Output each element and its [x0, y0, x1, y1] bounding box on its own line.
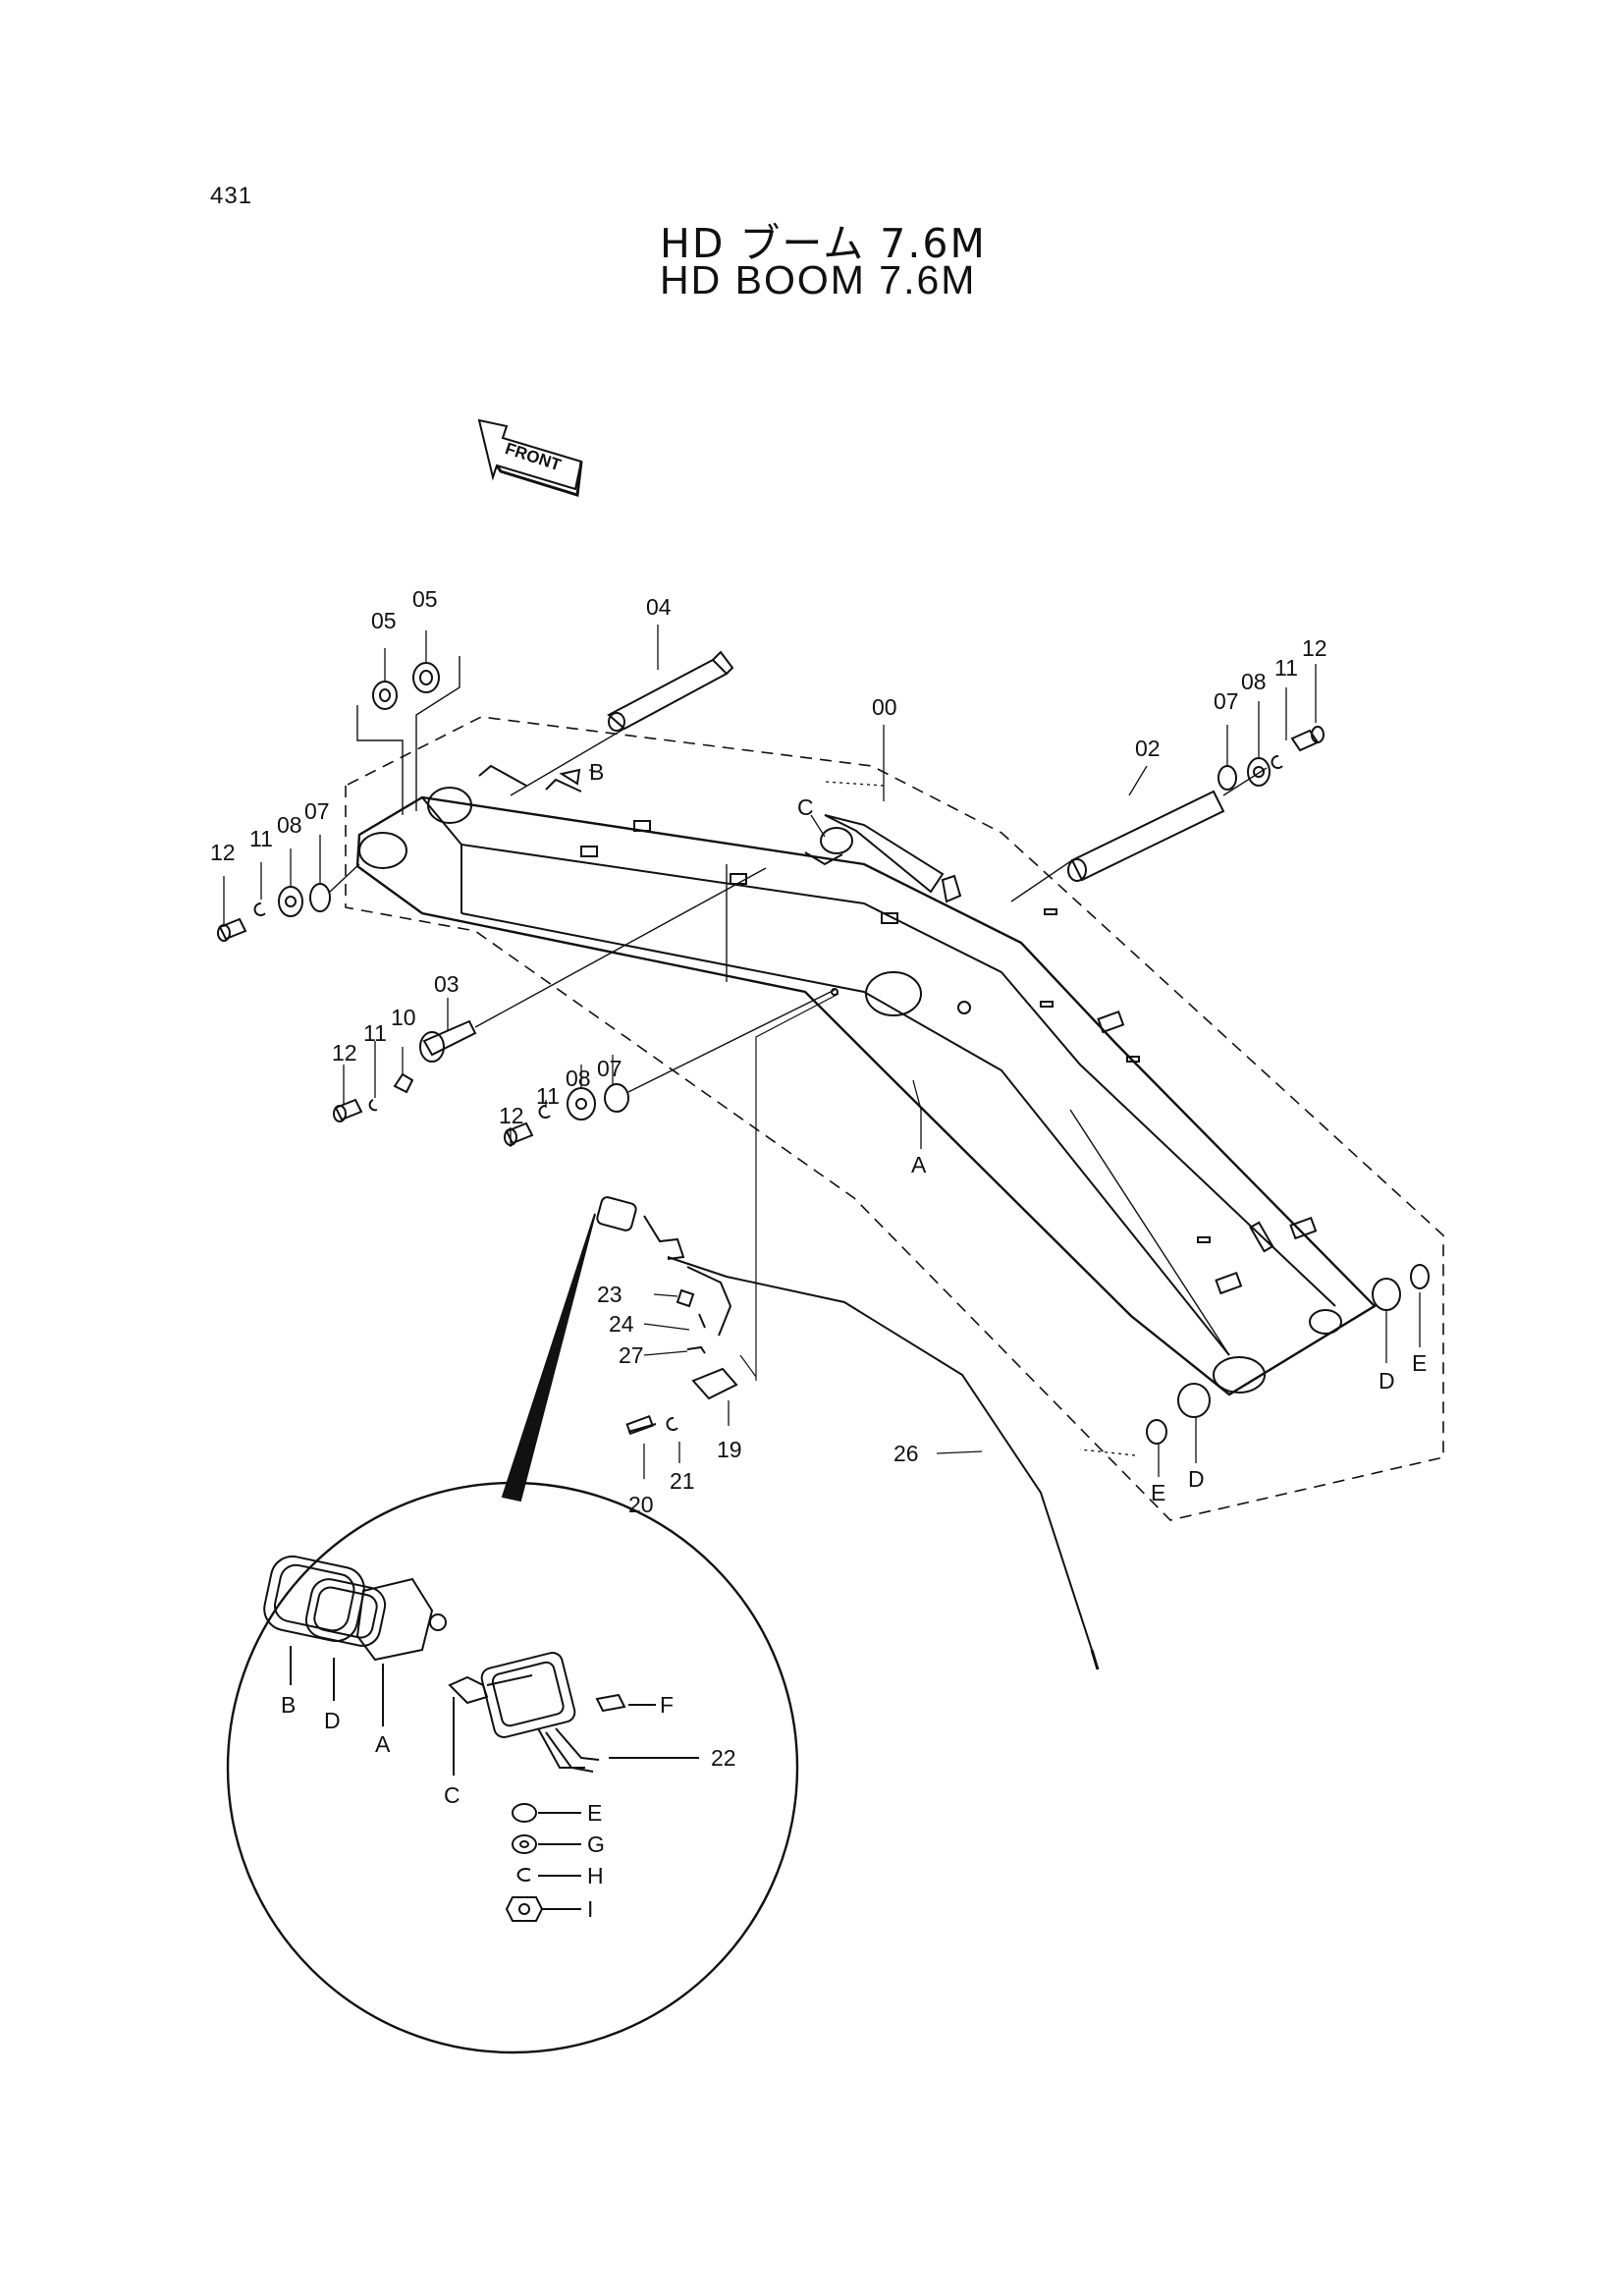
label-05-left: 05 — [371, 608, 397, 633]
right-pin-hardware — [1217, 726, 1325, 791]
lamp-detail-circle — [226, 1481, 799, 2054]
label-ref-e-lower: E — [1151, 1480, 1165, 1505]
pin-04 — [510, 650, 734, 796]
page-number: 431 — [210, 183, 253, 209]
label-ref-c: C — [797, 794, 814, 820]
label-12-right: 12 — [1302, 635, 1327, 661]
leader-lines — [223, 625, 1421, 1479]
label-03: 03 — [434, 971, 460, 997]
label-19: 19 — [717, 1437, 742, 1462]
boom-body — [355, 764, 1377, 1396]
label-00: 00 — [872, 694, 897, 720]
label-24: 24 — [609, 1311, 634, 1337]
title-japanese: HD ブーム 7.6M — [660, 220, 987, 267]
label-lamp-f: F — [660, 1692, 674, 1718]
label-08-right: 08 — [1241, 669, 1267, 694]
label-07-middle: 07 — [597, 1056, 622, 1081]
label-23: 23 — [597, 1282, 622, 1307]
label-lamp-c: C — [444, 1782, 460, 1808]
pin-03 — [333, 867, 767, 1122]
label-lamp-e: E — [587, 1800, 602, 1826]
label-20: 20 — [628, 1492, 654, 1517]
label-07-right: 07 — [1214, 688, 1239, 714]
label-lamp-g: G — [587, 1831, 605, 1857]
tip-washers — [1146, 1264, 1430, 1445]
left-pin-hardware — [217, 863, 360, 942]
label-11-middle: 11 — [536, 1083, 560, 1109]
label-ref-d-lower: D — [1188, 1466, 1205, 1492]
label-ref-e-upper: E — [1412, 1350, 1427, 1376]
label-lamp-a: A — [375, 1731, 391, 1757]
front-arrow-icon: FRONT — [477, 418, 583, 497]
label-05-right: 05 — [412, 586, 438, 612]
label-12-left: 12 — [210, 840, 236, 865]
pin-02 — [1010, 767, 1268, 902]
label-02: 02 — [1135, 736, 1161, 761]
label-04: 04 — [646, 594, 672, 620]
label-11-right: 11 — [1274, 655, 1298, 681]
detail-callout-pointer — [501, 1213, 596, 1503]
bracket-b — [559, 768, 581, 786]
label-10: 10 — [391, 1005, 416, 1030]
label-lamp-d: D — [324, 1708, 341, 1733]
label-lamp-h: H — [587, 1863, 604, 1888]
label-lamp-b: B — [281, 1692, 296, 1718]
label-12-lower: 12 — [332, 1040, 357, 1066]
label-07-left: 07 — [304, 798, 330, 824]
label-12-middle: 12 — [499, 1103, 524, 1128]
part-labels: 05 05 04 00 02 07 08 11 12 B C 12 11 08 … — [210, 586, 1427, 1922]
label-21: 21 — [670, 1468, 695, 1494]
work-lamp-assembly — [596, 993, 1100, 1670]
lamp-exploded-view — [263, 1555, 699, 1922]
label-ref-b: B — [589, 759, 604, 785]
label-08-middle: 08 — [566, 1066, 591, 1091]
label-11-left: 11 — [249, 826, 273, 851]
label-11-lower: 11 — [363, 1020, 387, 1046]
label-08-left: 08 — [277, 812, 302, 838]
label-22: 22 — [711, 1745, 736, 1771]
label-ref-d-upper: D — [1379, 1368, 1395, 1394]
label-lamp-i: I — [587, 1896, 593, 1922]
label-27: 27 — [619, 1342, 644, 1368]
label-26: 26 — [893, 1441, 919, 1466]
title-english: HD BOOM 7.6M — [660, 257, 977, 302]
label-ref-a: A — [911, 1152, 927, 1177]
